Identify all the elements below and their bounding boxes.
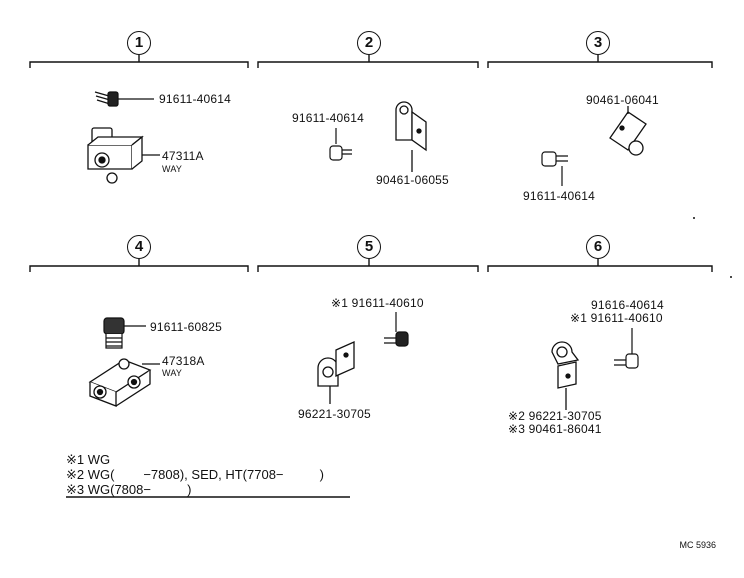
footnotes: ※1 WG ※2 WG( −7808), SED, HT(7708− ) ※3 … [66, 452, 324, 497]
brake-way-icon [87, 127, 160, 184]
part-number-label: ※3 90461-86041 [508, 422, 602, 436]
bolt-icon [384, 312, 409, 347]
part-number-label: ※1 91611-40610 [570, 311, 663, 325]
part-description-label: WAY [162, 368, 183, 378]
section-number-3: 3 [586, 31, 610, 55]
bolt-icon [103, 317, 146, 349]
brake-way-icon [88, 358, 160, 407]
section-6-bracket [487, 259, 713, 272]
part-number-label: 91611-60825 [150, 320, 223, 334]
part-number-label: 47318A [162, 354, 205, 368]
clamp-icon [609, 106, 647, 156]
part-number-label: ※1 91611-40610 [331, 296, 424, 310]
clamp-icon [551, 341, 580, 410]
footnote-3: ※3 WG(7808− ) [66, 482, 192, 497]
clamp-icon [317, 340, 355, 404]
section-3-bracket [487, 55, 713, 68]
section-number-2: 2 [357, 31, 381, 55]
section-number-4: 4 [127, 235, 151, 259]
footnote-1: ※1 WG [66, 452, 111, 467]
section-number-5: 5 [357, 235, 381, 259]
part-number-label: 47311A [162, 149, 204, 163]
section-2-bracket [257, 55, 479, 68]
bolt-icon [329, 128, 352, 161]
part-number-label: 91611-40614 [292, 111, 365, 125]
section-5-bracket [257, 259, 479, 272]
part-number-label: ※2 96221-30705 [508, 409, 602, 423]
bolt-icon [614, 328, 639, 369]
part-description-label: WAY [162, 164, 183, 174]
section-1-bracket [29, 55, 249, 68]
part-number-label: 91616-40614 [591, 298, 664, 312]
part-number-label: 90461-06041 [586, 93, 659, 107]
section-number-6: 6 [586, 235, 610, 259]
part-number-label: 91611-40614 [523, 189, 596, 203]
part-number-label: 91611-40614 [159, 92, 232, 106]
bolt-icon [94, 91, 154, 107]
part-number-label: 90461-06055 [376, 173, 449, 187]
part-number-label: 96221-30705 [298, 407, 371, 421]
bolt-icon [541, 151, 568, 186]
section-4-bracket [29, 259, 249, 272]
section-number-1: 1 [127, 31, 151, 55]
diagram-code: MC 5936 [679, 540, 716, 550]
clamp-icon [395, 101, 427, 172]
footnote-2: ※2 WG( −7808), SED, HT(7708− ) [66, 467, 324, 482]
